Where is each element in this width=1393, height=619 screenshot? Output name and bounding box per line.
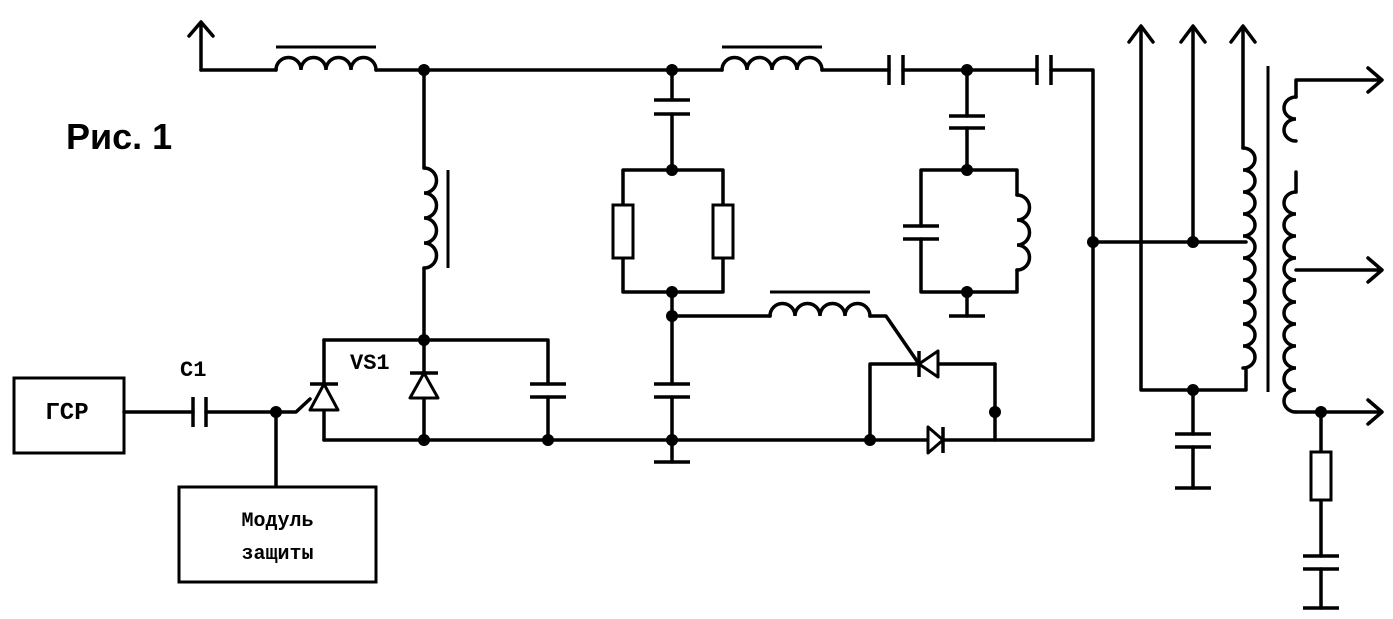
capacitor-series-2 [1035, 55, 1053, 85]
transformer-primary-coil [1241, 146, 1257, 370]
inductor-l1 [274, 45, 378, 72]
thyristor-vs1-label: VS1 [350, 351, 390, 376]
generator-block-label: ГСР [45, 400, 89, 427]
diode-lower [926, 425, 945, 455]
diode-bridge-wires [868, 362, 997, 442]
lc-tank [903, 68, 1019, 318]
capacitor-c1-label: C1 [180, 358, 207, 383]
middle-column [621, 68, 725, 464]
inductor-l4 [670, 290, 921, 366]
capacitor-series-1 [887, 55, 905, 85]
protection-module-label-line2: защиты [241, 543, 314, 566]
tank-inductor [1015, 193, 1032, 272]
figure-title: Рис. 1 [66, 116, 173, 157]
reverse-diode [408, 371, 440, 400]
thyristor-vs1 [308, 338, 340, 442]
snubber-capacitor [530, 382, 566, 399]
gsr-block [12, 376, 126, 455]
capacitor-c1 [122, 397, 312, 427]
inductor-l3 [720, 45, 824, 72]
output-arrows-top [1127, 24, 1257, 44]
protection-module-label-line1: Модуль [241, 510, 314, 533]
transformer-secondary-1 [1282, 66, 1384, 143]
output-rc-resistor [1309, 450, 1333, 502]
resistor-left [611, 203, 635, 260]
transformer-secondary-2 [1282, 170, 1384, 610]
diode-upper [917, 349, 940, 379]
transformer-primary-wires [1091, 28, 1248, 490]
inductor-l2 [422, 68, 450, 342]
junction-dots [270, 64, 1327, 446]
resistor-right [711, 203, 735, 260]
top-left-output-arrow [187, 20, 215, 72]
protection-module-block [177, 410, 378, 584]
